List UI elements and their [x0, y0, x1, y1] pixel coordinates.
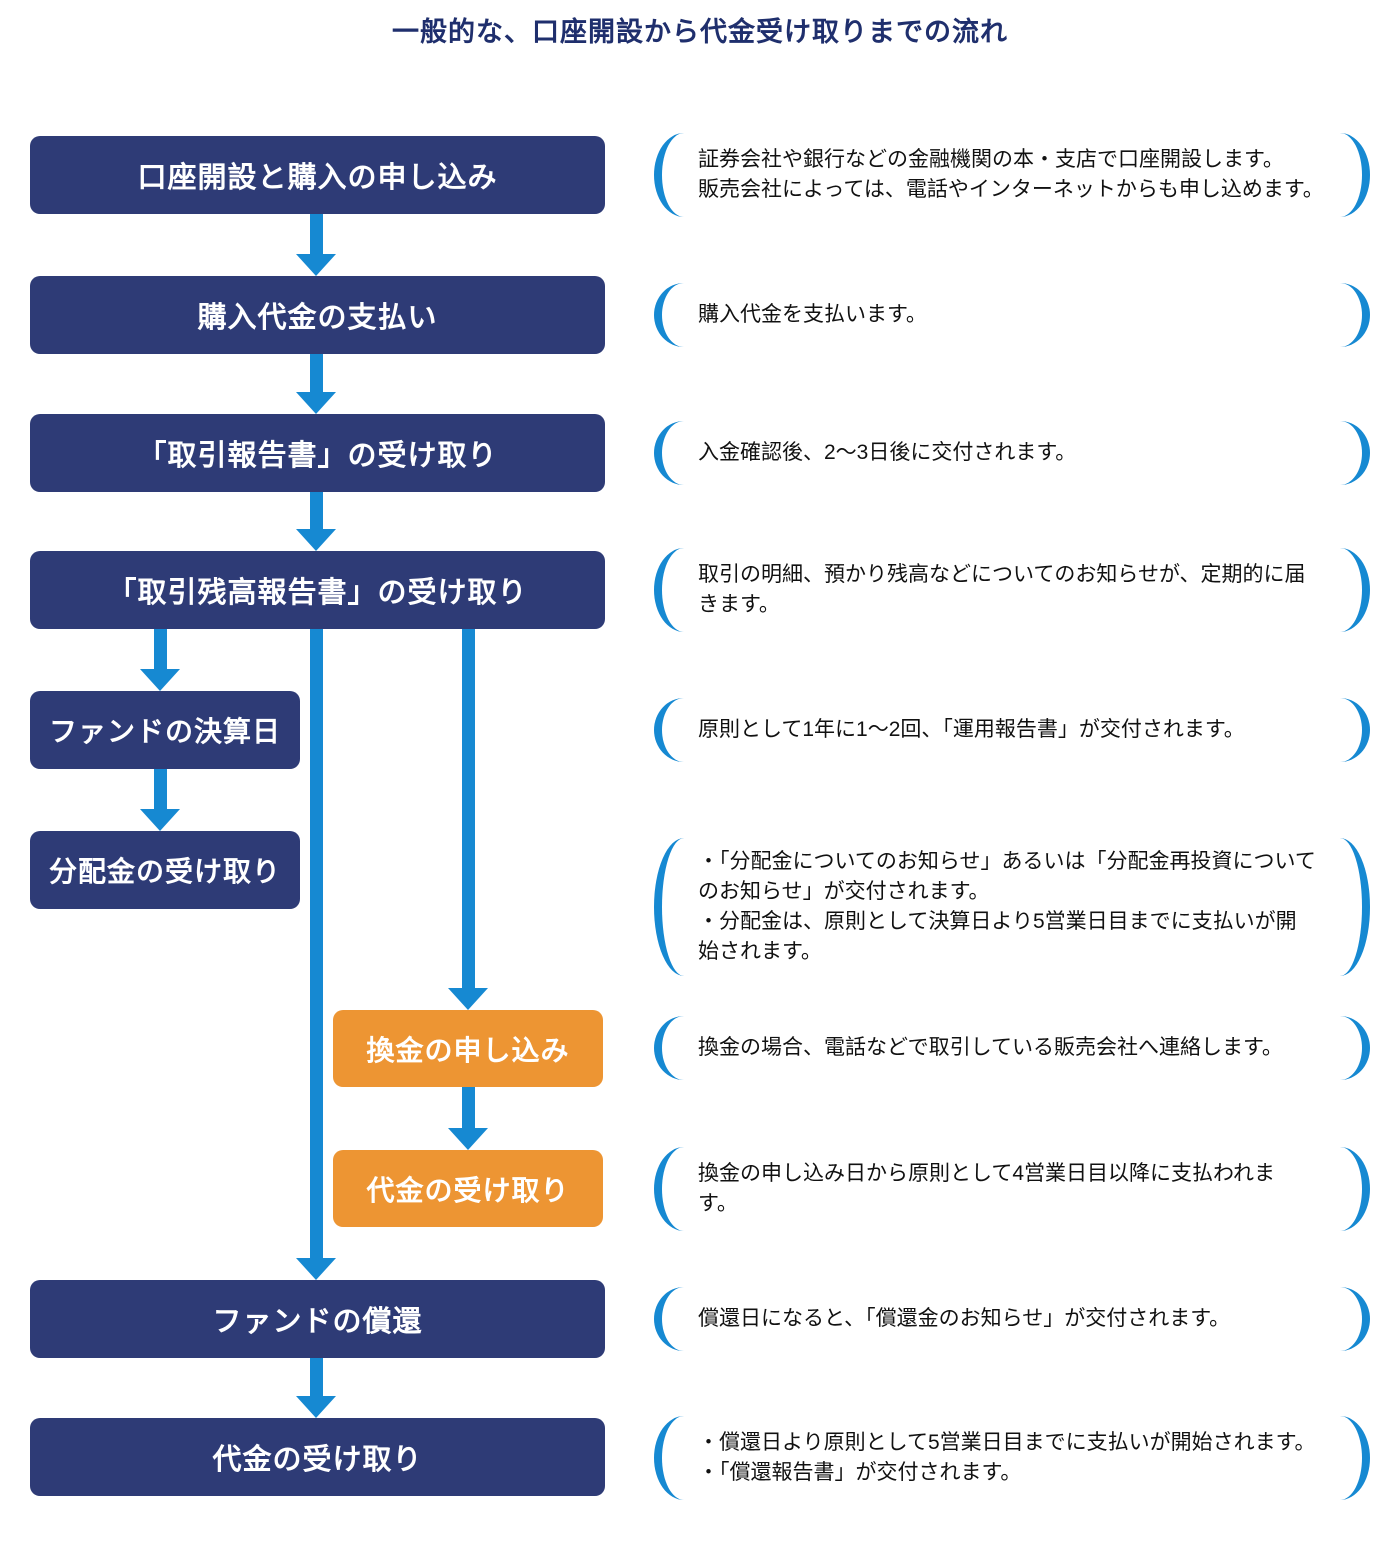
- arrow-down-icon: [294, 214, 338, 276]
- note-fund-settlement-date: 原則として1年に1〜2回、「運用報告書」が交付されます。: [654, 698, 1370, 762]
- flow-step-label: 換金の申し込み: [366, 1034, 570, 1066]
- flow-step-account-opening: 口座開設と購入の申し込み: [30, 136, 605, 214]
- paren-right-icon: [1340, 283, 1370, 347]
- page-title: 一般的な、口座開設から代金受け取りまでの流れ: [392, 17, 1008, 47]
- arrow-head-icon: [296, 1258, 336, 1280]
- arrow-shaft: [461, 1087, 475, 1128]
- arrow-shaft: [309, 214, 323, 254]
- flow-step-label: 代金の受け取り: [212, 1444, 423, 1476]
- flow-step-label: ファンドの償還: [212, 1306, 423, 1338]
- paren-left-icon: [654, 283, 684, 347]
- arrow-head-icon: [140, 809, 180, 831]
- note-text: 証券会社や銀行などの金融機関の本・支店で口座開設します。 販売会社によっては、電…: [698, 148, 1324, 201]
- flow-step-redemption-request: 換金の申し込み: [333, 1010, 603, 1087]
- arrow-down-icon: [294, 1358, 338, 1418]
- flow-step-distribution-receipt: 分配金の受け取り: [30, 831, 300, 909]
- paren-left-icon: [654, 838, 684, 976]
- paren-left-icon: [654, 133, 684, 217]
- arrow-head-icon: [296, 529, 336, 551]
- flow-step-label: 代金の受け取り: [366, 1174, 570, 1206]
- note-text: 換金の申し込み日から原則として4営業日目以降に支払われま す。: [698, 1162, 1275, 1215]
- note-text: 換金の場合、電話などで取引している販売会社へ連絡します。: [698, 1036, 1283, 1059]
- note-purchase-payment: 購入代金を支払います。: [654, 283, 1370, 347]
- paren-right-icon: [1340, 133, 1370, 217]
- flow-step-fund-maturity: ファンドの償還: [30, 1280, 605, 1358]
- paren-left-icon: [654, 548, 684, 632]
- arrow-head-icon: [448, 988, 488, 1010]
- arrow-shaft: [461, 629, 475, 988]
- note-redemption-request: 換金の場合、電話などで取引している販売会社へ連絡します。: [654, 1016, 1370, 1080]
- arrow-head-icon: [448, 1128, 488, 1150]
- paren-left-icon: [654, 1287, 684, 1351]
- note-fund-maturity: 償還日になると、「償還金のお知らせ」が交付されます。: [654, 1287, 1370, 1351]
- note-text: 購入代金を支払います。: [698, 303, 927, 326]
- arrow-down-icon: [446, 1087, 490, 1150]
- arrow-down-icon: [138, 629, 182, 691]
- arrow-head-icon: [140, 669, 180, 691]
- flow-step-label: 「取引報告書」の受け取り: [137, 440, 498, 472]
- flow-step-purchase-payment: 購入代金の支払い: [30, 276, 605, 354]
- paren-right-icon: [1340, 421, 1370, 485]
- arrow-down-long-icon: [446, 629, 490, 1010]
- arrow-head-icon: [296, 254, 336, 276]
- flow-step-final-payment-receipt: 代金の受け取り: [30, 1418, 605, 1496]
- paren-right-icon: [1340, 1016, 1370, 1080]
- paren-left-icon: [654, 1416, 684, 1500]
- flow-step-label: 「取引残高報告書」の受け取り: [107, 577, 528, 609]
- note-account-opening: 証券会社や銀行などの金融機関の本・支店で口座開設します。 販売会社によっては、電…: [654, 133, 1370, 217]
- flow-step-trade-report: 「取引報告書」の受け取り: [30, 414, 605, 492]
- note-text: 償還日になると、「償還金のお知らせ」が交付されます。: [698, 1307, 1231, 1330]
- note-text: 取引の明細、預かり残高などについてのお知らせが、定期的に届 きます。: [698, 563, 1306, 616]
- flow-step-label: ファンドの決算日: [48, 716, 281, 747]
- note-trade-report: 入金確認後、2〜3日後に交付されます。: [654, 421, 1370, 485]
- paren-right-icon: [1340, 698, 1370, 762]
- arrow-head-icon: [296, 1396, 336, 1418]
- flow-step-label: 購入代金の支払い: [197, 302, 438, 334]
- note-text: ・「分配金についてのお知らせ」あるいは「分配金再投資について のお知らせ」が交付…: [698, 850, 1316, 963]
- note-final-payment-receipt: ・償還日より原則として5営業日目までに支払いが開始されます。 ・「償還報告書」が…: [654, 1416, 1370, 1500]
- paren-right-icon: [1340, 838, 1370, 976]
- note-balance-report: 取引の明細、預かり残高などについてのお知らせが、定期的に届 きます。: [654, 548, 1370, 632]
- note-distribution-receipt: ・「分配金についてのお知らせ」あるいは「分配金再投資について のお知らせ」が交付…: [654, 838, 1370, 976]
- arrow-shaft: [309, 492, 323, 529]
- paren-right-icon: [1340, 548, 1370, 632]
- note-text: ・償還日より原則として5営業日目までに支払いが開始されます。 ・「償還報告書」が…: [698, 1431, 1316, 1484]
- arrow-down-icon: [294, 354, 338, 414]
- flow-step-label: 口座開設と購入の申し込み: [137, 162, 498, 194]
- paren-right-icon: [1340, 1287, 1370, 1351]
- paren-right-icon: [1340, 1147, 1370, 1231]
- paren-left-icon: [654, 1016, 684, 1080]
- arrow-down-icon: [294, 492, 338, 551]
- paren-left-icon: [654, 698, 684, 762]
- flow-step-redemption-payment-receipt: 代金の受け取り: [333, 1150, 603, 1227]
- flow-step-balance-report: 「取引残高報告書」の受け取り: [30, 551, 605, 629]
- flow-step-fund-settlement-date: ファンドの決算日: [30, 691, 300, 769]
- arrow-shaft: [153, 629, 167, 669]
- arrow-shaft: [309, 354, 323, 392]
- flow-step-label: 分配金の受け取り: [48, 856, 281, 887]
- arrow-down-long-icon: [294, 629, 338, 1280]
- note-text: 入金確認後、2〜3日後に交付されます。: [698, 441, 1077, 464]
- arrow-down-icon: [138, 769, 182, 831]
- paren-left-icon: [654, 421, 684, 485]
- arrow-shaft: [309, 629, 323, 1258]
- arrow-shaft: [153, 769, 167, 809]
- note-redemption-payment-receipt: 換金の申し込み日から原則として4営業日目以降に支払われま す。: [654, 1147, 1370, 1231]
- note-text: 原則として1年に1〜2回、「運用報告書」が交付されます。: [698, 718, 1245, 741]
- arrow-shaft: [309, 1358, 323, 1396]
- paren-right-icon: [1340, 1416, 1370, 1500]
- arrow-head-icon: [296, 392, 336, 414]
- paren-left-icon: [654, 1147, 684, 1231]
